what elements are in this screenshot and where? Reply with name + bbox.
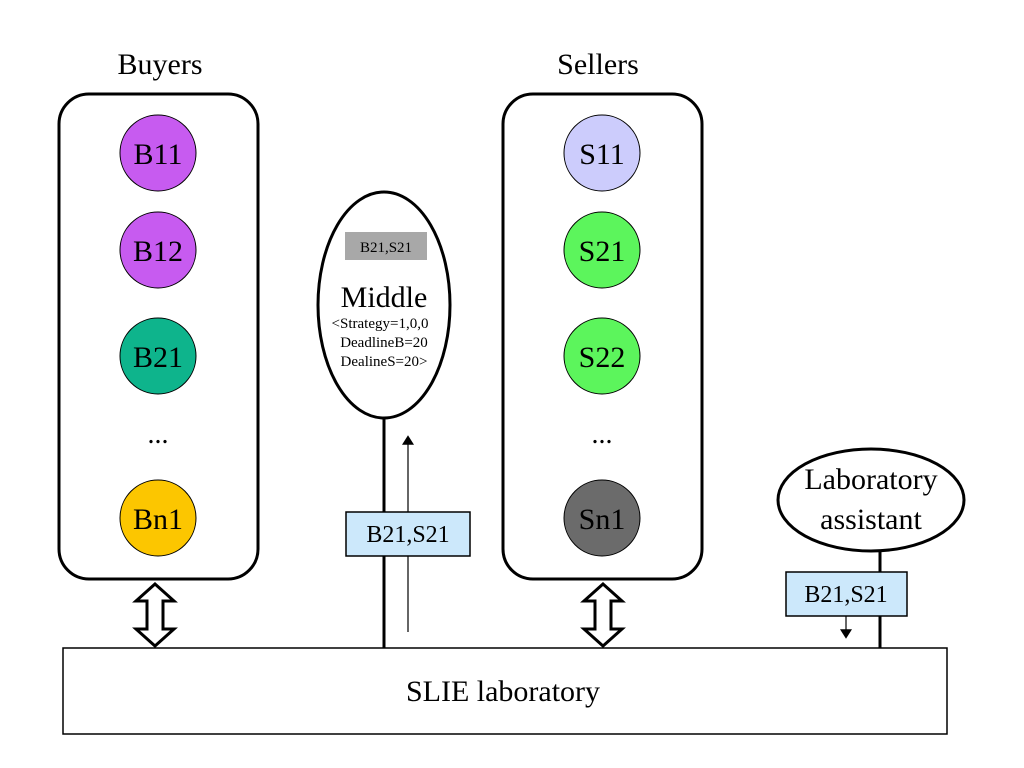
down-message-label: B21,S21 (804, 582, 887, 608)
sellers-container (501, 92, 704, 581)
seller-agent-label: S21 (579, 235, 626, 268)
middle-title: Middle (341, 281, 428, 314)
sellers-title: Sellers (557, 48, 639, 81)
buyer-ellipsis: ... (148, 419, 169, 450)
seller-agent-s21: S21 (563, 211, 641, 289)
seller-agent-s22: S22 (563, 317, 641, 395)
seller-agent-list: S11 S21 S22 ... Sn1 (563, 114, 641, 557)
seller-agent-sn1: Sn1 (563, 479, 641, 557)
buyer-agent-label: B12 (133, 235, 183, 268)
buyer-agent-circle (119, 114, 197, 192)
middle-pair-tag-box (345, 232, 427, 260)
assistant-line-1: Laboratory (804, 463, 937, 496)
seller-agent-s11: S11 (563, 114, 641, 192)
middle-param-strategy: <Strategy=1,0,0 (332, 316, 429, 332)
slie-laboratory-box (62, 647, 948, 735)
seller-agent-label: S11 (579, 138, 625, 171)
seller-agent-circle (563, 114, 641, 192)
up-message-box (345, 511, 471, 557)
buyer-agent-circle (119, 211, 197, 289)
buyer-agent-bn1: Bn1 (119, 479, 197, 557)
middle-param-deadline-seller: DealineS=20> (341, 354, 428, 370)
seller-agent-circle (563, 317, 641, 395)
buyer-agent-label: B21 (133, 341, 183, 374)
slie-laboratory-label: SLIE laboratory (406, 675, 600, 708)
buyers-container (57, 92, 260, 581)
seller-agent-circle (563, 479, 641, 557)
middle-pair-tag: B21,S21 (360, 240, 412, 256)
sellers-lab-double-arrow (580, 581, 626, 649)
seller-agent-label: S22 (579, 341, 626, 374)
buyer-agent-label: B11 (134, 138, 183, 171)
buyer-agent-circle (119, 317, 197, 395)
seller-ellipsis: ... (592, 419, 613, 450)
buyers-lab-double-arrow (132, 581, 178, 649)
laboratory-assistant-ellipse (776, 447, 966, 553)
middle-param-deadline-buyer: DeadlineB=20 (340, 335, 428, 351)
buyer-agent-label: Bn1 (133, 503, 183, 536)
down-message-box (785, 571, 908, 617)
buyer-agent-b12: B12 (119, 211, 197, 289)
seller-agent-label: Sn1 (579, 503, 626, 536)
buyers-title: Buyers (118, 48, 203, 81)
buyer-agent-b21: B21 (119, 317, 197, 395)
buyer-agent-b11: B11 (119, 114, 197, 192)
buyer-agent-list: B11 B12 B21 ... Bn1 (119, 114, 197, 557)
assistant-line-2: assistant (820, 503, 922, 536)
seller-agent-circle (563, 211, 641, 289)
up-message-label: B21,S21 (366, 522, 449, 548)
buyer-agent-circle (119, 479, 197, 557)
